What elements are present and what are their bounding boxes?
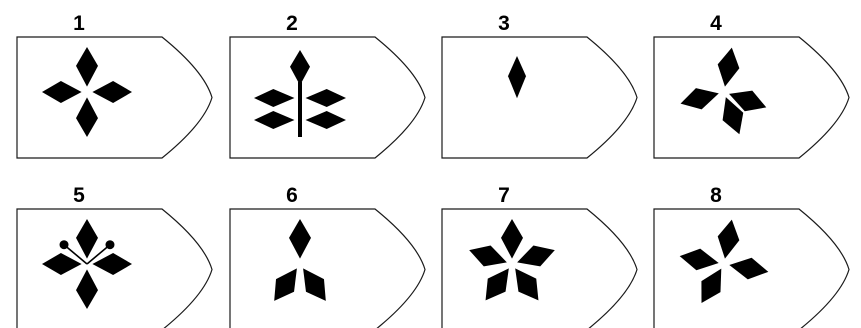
- card-outline: [442, 37, 637, 158]
- card-4: 4: [654, 12, 849, 158]
- card-number-label: 4: [710, 12, 722, 35]
- card-3: 3: [442, 12, 637, 158]
- card-8: 8: [654, 184, 849, 328]
- card-7: 7: [442, 184, 637, 328]
- pistil-knob: [105, 240, 114, 249]
- card-outline: [442, 209, 637, 328]
- cards-layer: 1 2 3 4 5 6 7 8: [17, 12, 849, 328]
- card-number-label: 7: [498, 184, 510, 207]
- card-number-label: 3: [498, 12, 510, 35]
- card-2: 2: [230, 12, 425, 158]
- card-6: 6: [230, 184, 425, 328]
- card-number-label: 1: [73, 12, 85, 35]
- card-number-label: 6: [286, 184, 298, 207]
- card-5: 5: [17, 184, 212, 328]
- card-number-label: 5: [73, 184, 85, 207]
- card-1: 1: [17, 12, 212, 158]
- card-outline: [230, 209, 425, 328]
- pistil-knob: [60, 240, 69, 249]
- card-number-label: 2: [286, 12, 298, 35]
- card-number-label: 8: [710, 184, 722, 207]
